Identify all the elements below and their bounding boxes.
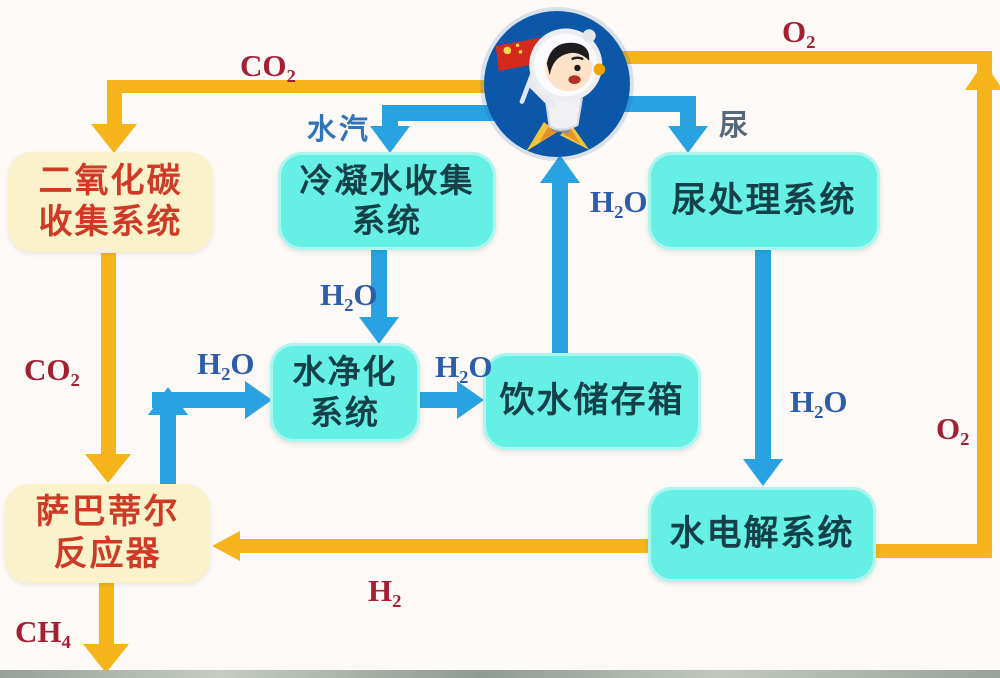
label-h2o-right: H₂O [790,384,848,419]
arrow-co2-left-vertical [101,253,116,456]
label-urine: 尿 [719,108,752,142]
arrowhead-h2o-into-tank [457,381,484,419]
label-ch4: CH₄ [15,614,71,649]
arrow-co2-top-vertical [107,80,122,126]
arrow-o2-right-vertical [977,57,992,554]
box-condensate-line1: 冷凝水收集 [299,160,475,200]
bottom-edge-strip [0,670,1000,678]
label-h2o-mid: H₂O [435,349,493,384]
arrowhead-urine-into-treatment [668,126,708,153]
label-o2-top: O₂ [782,14,816,49]
box-sabatier-reactor: 萨巴蒂尔 反应器 [5,484,210,583]
arrow-o2-bottom-horizontal [872,544,992,558]
label-o2-right: O₂ [936,411,970,446]
box-co2-collection-line2: 收集系统 [38,202,183,242]
box-condensate-line2: 系统 [352,201,422,240]
astronaut-mascot-icon [484,11,630,157]
arrowhead-h2o-into-purification-left [245,381,272,419]
label-co2-top: CO₂ [240,48,296,83]
arrow-h2o-right-vertical [755,250,771,460]
arrowhead-o2-up [965,62,1000,90]
box-drinking-water-tank: 饮水储存箱 [483,353,701,450]
arrowhead-h2o-into-purification [359,317,399,344]
box-sabatier-line2: 反应器 [53,533,162,574]
label-co2-left: CO₂ [24,352,80,387]
arrow-urine-vertical [680,96,696,127]
astronaut-illustration [495,28,606,152]
box-condensate-collection-system: 冷凝水收集 系统 [278,152,496,250]
arrow-urine-horizontal [608,96,696,112]
arrowhead-h2o-into-electrolysis [743,459,783,486]
box-water-electrolysis-system: 水电解系统 [648,487,876,582]
box-drinking-line1: 饮水储存箱 [499,381,685,422]
box-urine-treatment-system: 尿处理系统 [648,152,880,250]
arrowhead-h2o-up [148,387,188,415]
arrow-h2-horizontal [238,539,650,553]
box-co2-collection-system: 二氧化碳 收集系统 [8,152,213,252]
arrowhead-h2o-to-astronaut [540,155,580,183]
arrow-vapor-vertical [382,105,398,127]
label-h2o-condensate: H₂O [320,277,378,312]
box-urine-line1: 尿处理系统 [671,180,857,221]
box-purification-line1: 水净化 [292,352,398,392]
box-sabatier-line1: 萨巴蒂尔 [35,492,180,533]
box-electrolysis-line1: 水电解系统 [669,514,855,555]
arrow-h2o-mid-horizontal [420,392,459,408]
arrowhead-co2-into-sabatier [85,454,131,483]
box-purification-line2: 系统 [310,392,380,432]
arrowhead-vapor-into-condensate [370,126,410,153]
label-h2o-center: H₂O [590,184,648,219]
label-h2: H₂ [368,573,402,608]
arrow-ch4-vertical [99,583,114,646]
box-water-purification-system: 水净化 系统 [270,343,420,442]
label-water-vapor: 水汽 [307,112,372,146]
arrow-o2-top-horizontal [606,51,992,64]
arrowhead-h2-into-sabatier [212,531,240,561]
arrow-h2o-sabatier-vertical [160,412,176,484]
label-h2o-left: H₂O [197,346,255,381]
arrow-h2o-condensate-vertical [371,250,387,318]
arrow-co2-top-horizontal [107,80,540,93]
box-co2-collection-line1: 二氧化碳 [38,160,183,201]
arrow-vapor-horizontal [382,105,502,121]
arrow-h2o-center-vertical [552,182,568,353]
arrowhead-ch4-out [83,644,129,673]
arrowhead-co2-into-collection [91,124,137,153]
